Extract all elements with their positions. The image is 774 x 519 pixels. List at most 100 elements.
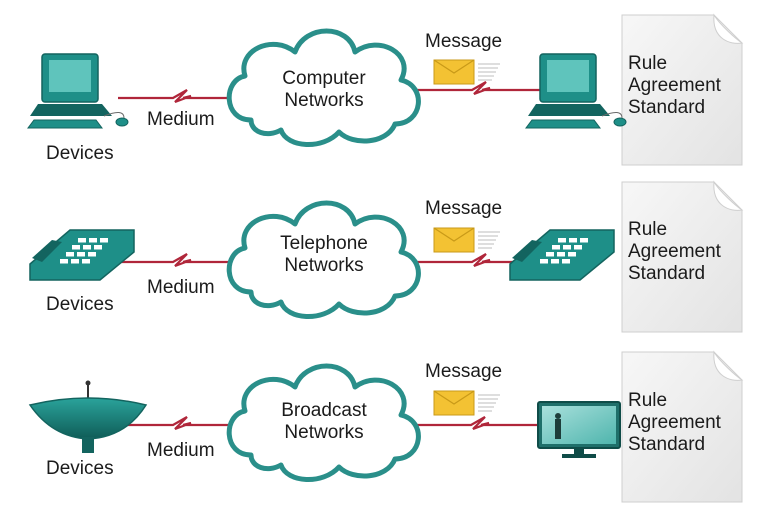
doc-line-agreement-row2: Agreement bbox=[628, 241, 721, 262]
doc-line-rule-row3: Rule bbox=[628, 390, 668, 411]
network-label-line2-row1: Networks bbox=[284, 90, 364, 111]
medium-label-row3: Medium bbox=[147, 440, 215, 461]
cloud-outline bbox=[226, 28, 421, 147]
message-envelope-icon-row2 bbox=[433, 227, 500, 253]
network-label-line2-row2: Networks bbox=[284, 255, 364, 276]
document-sheet bbox=[621, 351, 743, 503]
phone-key bbox=[77, 252, 85, 257]
tv-stand bbox=[562, 454, 596, 458]
doc-line-agreement-row1: Agreement bbox=[628, 75, 721, 96]
network-cloud-row3 bbox=[226, 363, 421, 482]
medium-link-right-row2 bbox=[412, 253, 540, 268]
phone-keypad bbox=[60, 238, 108, 264]
cloud-outline bbox=[226, 200, 421, 319]
message-envelope-icon-row1 bbox=[433, 59, 500, 85]
phone-key bbox=[100, 238, 108, 243]
phone-key bbox=[83, 245, 91, 250]
phone-key bbox=[558, 238, 566, 243]
devices-label-row2: Devices bbox=[46, 294, 114, 315]
source-desktop-computer-icon-row1 bbox=[27, 53, 129, 129]
phone-key bbox=[540, 259, 548, 264]
doc-text-row3: Rule Agreement Standard bbox=[628, 390, 721, 456]
phone-key bbox=[89, 238, 97, 243]
phone-key bbox=[94, 245, 102, 250]
phone-key bbox=[78, 238, 86, 243]
phone-key bbox=[71, 259, 79, 264]
protocol-document-icon-row1 bbox=[621, 13, 744, 166]
envelope-flap bbox=[433, 390, 475, 405]
phone-key bbox=[551, 259, 559, 264]
envelope-flap bbox=[433, 59, 475, 74]
doc-line-standard-row2: Standard bbox=[628, 263, 706, 284]
source-satellite-dish-icon-row3 bbox=[28, 380, 148, 453]
doc-line-rule-row2: Rule bbox=[628, 219, 668, 240]
network-label-row3: Broadcast Networks bbox=[254, 400, 394, 444]
computer-screen bbox=[547, 60, 589, 92]
mouse-cord bbox=[103, 112, 125, 119]
destination-desktop-computer-icon-row1 bbox=[525, 53, 627, 129]
document-page-curl bbox=[713, 180, 744, 211]
medium-label-row1: Medium bbox=[147, 109, 215, 130]
computer-base bbox=[528, 104, 610, 116]
phone-key bbox=[72, 245, 80, 250]
phone-key bbox=[88, 252, 96, 257]
document-page-curl bbox=[713, 13, 744, 44]
cloud-outline bbox=[226, 363, 421, 482]
phone-key bbox=[580, 238, 588, 243]
message-envelope-icon-row3 bbox=[433, 390, 500, 416]
protocol-document-icon-row2 bbox=[621, 180, 744, 333]
phone-key bbox=[552, 245, 560, 250]
medium-label-row2: Medium bbox=[147, 277, 215, 298]
doc-line-standard-row1: Standard bbox=[628, 97, 706, 118]
computer-keyboard bbox=[27, 119, 103, 129]
phone-handset bbox=[512, 240, 542, 262]
envelope-flap bbox=[433, 227, 475, 242]
devices-label-row3: Devices bbox=[46, 458, 114, 479]
mouse-cord bbox=[601, 112, 623, 119]
phone-key bbox=[563, 245, 571, 250]
devices-label-row1: Devices bbox=[46, 143, 114, 164]
doc-line-standard-row3: Standard bbox=[628, 434, 706, 455]
doc-text-row2: Rule Agreement Standard bbox=[628, 219, 721, 285]
phone-key bbox=[546, 252, 554, 257]
tv-person-body bbox=[555, 419, 561, 439]
computer-keyboard bbox=[525, 119, 601, 129]
phone-key bbox=[569, 238, 577, 243]
network-label-row2: Telephone Networks bbox=[254, 233, 394, 277]
doc-line-agreement-row3: Agreement bbox=[628, 412, 721, 433]
source-desk-phone-icon-row2 bbox=[29, 229, 135, 281]
dish-mount bbox=[82, 437, 94, 453]
medium-link-left-row1 bbox=[118, 89, 236, 104]
network-label-row1: Computer Networks bbox=[254, 68, 394, 112]
message-label-row1: Message bbox=[425, 31, 503, 52]
network-cloud-row1 bbox=[226, 28, 421, 147]
doc-line-rule-row1: Rule bbox=[628, 53, 668, 74]
network-label-line1-row1: Computer bbox=[282, 68, 366, 89]
phone-key bbox=[66, 252, 74, 257]
network-label-line1-row2: Telephone bbox=[280, 233, 368, 254]
phone-key bbox=[60, 259, 68, 264]
phone-key bbox=[557, 252, 565, 257]
document-sheet bbox=[621, 181, 743, 333]
phone-key bbox=[562, 259, 570, 264]
computer-mouse bbox=[613, 117, 627, 127]
document-sheet bbox=[621, 14, 743, 166]
phone-key bbox=[82, 259, 90, 264]
medium-link-right-row1 bbox=[412, 81, 540, 96]
computer-base bbox=[30, 104, 112, 116]
tv-neck bbox=[574, 448, 584, 454]
medium-link-left-row2 bbox=[118, 253, 236, 268]
tv-screen bbox=[542, 406, 616, 444]
doc-text-row1: Rule Agreement Standard bbox=[628, 53, 721, 119]
phone-handset bbox=[32, 240, 62, 262]
medium-link-right-row3 bbox=[412, 416, 538, 431]
destination-desk-phone-icon-row2 bbox=[509, 229, 615, 281]
dish-bowl bbox=[28, 397, 148, 440]
message-label-row2: Message bbox=[425, 198, 503, 219]
tv-person-head bbox=[555, 413, 561, 419]
network-cloud-row2 bbox=[226, 200, 421, 319]
network-label-line1-row3: Broadcast bbox=[281, 400, 367, 421]
document-page-curl bbox=[713, 350, 744, 381]
